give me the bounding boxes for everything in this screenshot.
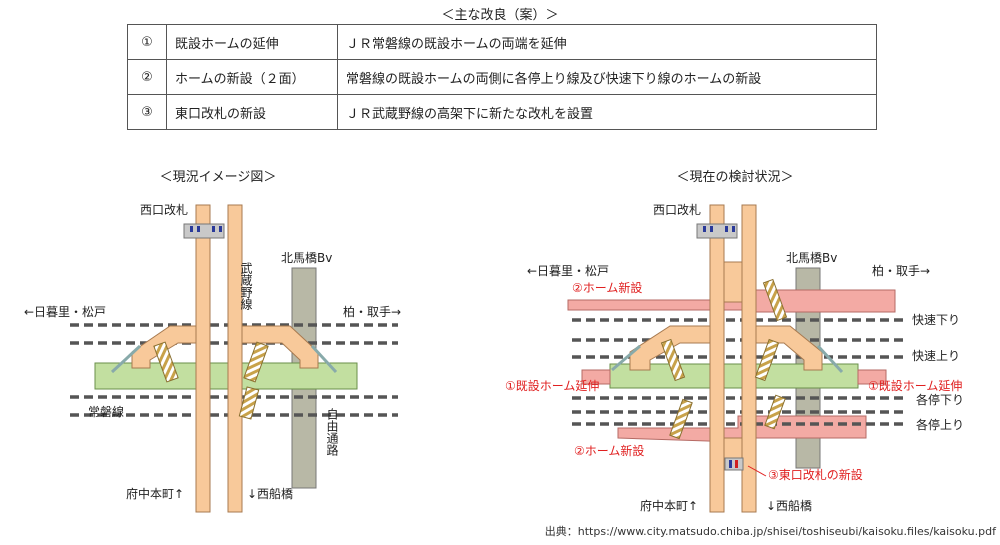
joban-tracks bbox=[70, 323, 398, 417]
table-row: ③ 東口改札の新設 ＪＲ武蔵野線の高架下に新たな改札を設置 bbox=[127, 94, 877, 130]
current-diagram: 西口改札 北馬橋Bv ←日暮里・松戸 柏・取手→ 常磐線 府中本町↑ ↓西船橋 bbox=[24, 203, 401, 513]
planned-diagram: 西口改札 北馬橋Bv ←日暮里・松戸 柏・取手→ ②ホーム新設 ②ホーム新設 ①… bbox=[505, 203, 964, 513]
free-passage-label: 自由通路 bbox=[325, 408, 339, 457]
kitamabashi-label: 北馬橋Bv bbox=[786, 251, 837, 265]
row-item: ホームの新設（２面） bbox=[166, 59, 338, 95]
row-description: 常磐線の既設ホームの両側に各停上り線及び快速下り線のホームの新設 bbox=[337, 59, 877, 95]
kashiwa-direction-label: 柏・取手→ bbox=[343, 304, 401, 319]
platform-extension-west-label: ①既設ホーム延伸 bbox=[505, 378, 599, 393]
musashino-track-east bbox=[741, 204, 757, 513]
table-title: ＜主な改良（案）＞ bbox=[441, 8, 559, 23]
new-platform-south-label: ②ホーム新設 bbox=[574, 443, 644, 458]
kitamabashi-label: 北馬橋Bv bbox=[281, 251, 332, 265]
nishifunabashi-direction-label: ↓西船橋 bbox=[247, 487, 293, 501]
musashino-label: 武蔵野線 bbox=[239, 262, 253, 310]
track-label: 快速下り bbox=[912, 313, 960, 327]
row-item: 東口改札の新設 bbox=[166, 94, 338, 130]
row-description: ＪＲ常磐線の既設ホームの両端を延伸 bbox=[337, 24, 877, 60]
east-gate-label: ③東口改札の新設 bbox=[768, 467, 863, 482]
row-number: ③ bbox=[127, 94, 167, 130]
west-gate-label: 西口改札 bbox=[653, 203, 701, 217]
platform-extension-east-label: ①既設ホーム延伸 bbox=[868, 378, 962, 393]
stair bbox=[764, 394, 786, 430]
planned-diagram-title: ＜現在の検討状況＞ bbox=[676, 170, 794, 185]
concourse-east bbox=[239, 325, 319, 369]
stair bbox=[754, 338, 780, 382]
row-item: 既設ホームの延伸 bbox=[166, 24, 338, 60]
musashino-track-west bbox=[195, 204, 211, 513]
escalator bbox=[611, 344, 641, 372]
track-label: 各停上り bbox=[916, 417, 964, 432]
track-label: 各停下り bbox=[916, 392, 964, 407]
east-gate-callout bbox=[747, 465, 767, 477]
stair bbox=[238, 386, 260, 420]
nishifunabashi-direction-label: ↓西船橋 bbox=[766, 499, 812, 513]
improvement-table: ① 既設ホームの延伸 ＪＲ常磐線の既設ホームの両端を延伸 ② ホームの新設（２面… bbox=[127, 24, 877, 130]
table-row: ① 既設ホームの延伸 ＪＲ常磐線の既設ホームの両端を延伸 bbox=[127, 24, 877, 60]
musashino-track-east bbox=[227, 204, 243, 513]
source-citation: 出典：https://www.city.matsudo.chiba.jp/shi… bbox=[544, 525, 996, 538]
stair bbox=[660, 338, 686, 382]
musashino-track-west bbox=[709, 204, 725, 513]
table-row: ② ホームの新設（２面） 常磐線の既設ホームの両側に各停上り線及び快速下り線のホ… bbox=[127, 59, 877, 95]
nippori-direction-label: ←日暮里・松戸 bbox=[527, 264, 609, 278]
escalator bbox=[816, 344, 844, 374]
fuchu-direction-label: 府中本町↑ bbox=[640, 498, 698, 513]
escalator bbox=[110, 344, 142, 374]
fuchu-direction-label: 府中本町↑ bbox=[126, 486, 184, 501]
platform-extension-east bbox=[857, 369, 887, 385]
kashiwa-direction-label: 柏・取手→ bbox=[872, 263, 930, 278]
track-label: 快速上り bbox=[912, 349, 960, 363]
current-diagram-title: ＜現況イメージ図＞ bbox=[159, 170, 277, 185]
joban-label: 常磐線 bbox=[88, 404, 124, 419]
row-number: ② bbox=[127, 59, 167, 95]
stair bbox=[669, 398, 693, 440]
west-gate-label: 西口改札 bbox=[140, 203, 188, 217]
east-gate-new bbox=[724, 457, 744, 471]
stair bbox=[762, 278, 788, 322]
platform-extension-west bbox=[581, 369, 611, 385]
nippori-direction-label: ←日暮里・松戸 bbox=[24, 305, 106, 319]
row-description: ＪＲ武蔵野線の高架下に新たな改札を設置 bbox=[337, 94, 877, 130]
stair bbox=[153, 341, 179, 383]
new-platform-north-label: ②ホーム新設 bbox=[572, 280, 642, 295]
stair bbox=[243, 341, 269, 383]
escalator bbox=[310, 344, 338, 374]
